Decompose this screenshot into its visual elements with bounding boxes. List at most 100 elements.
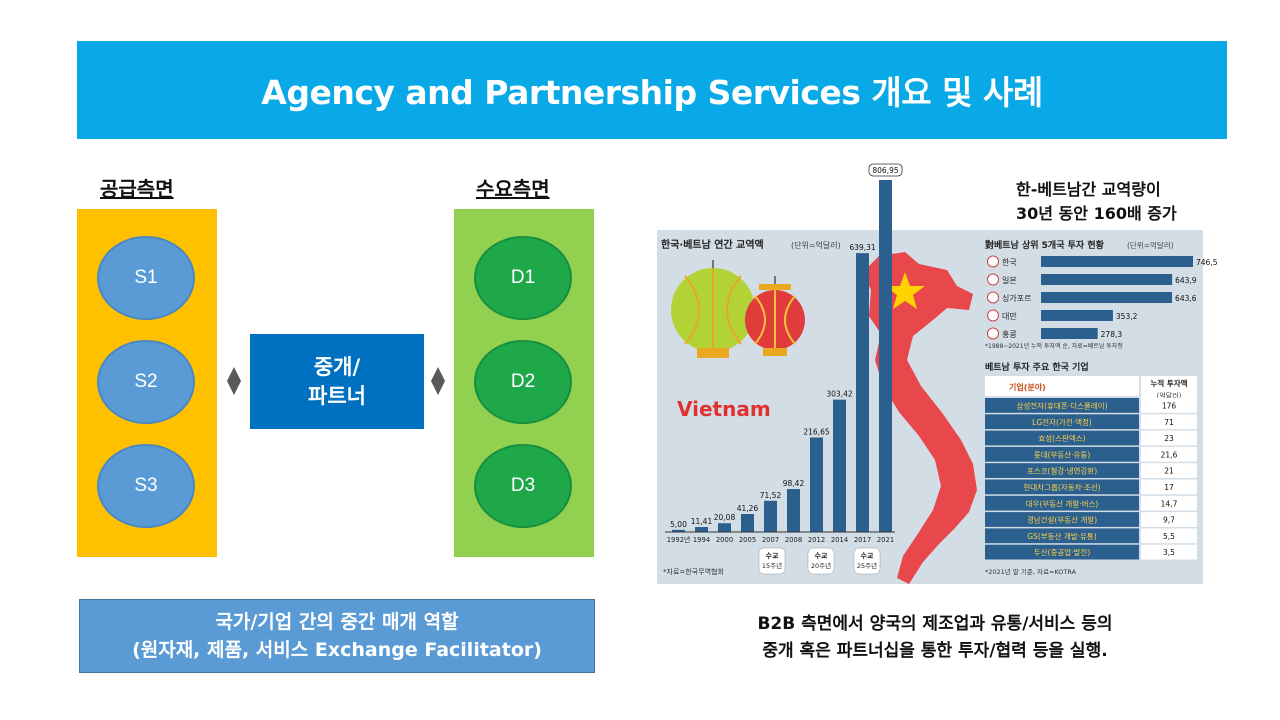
company-value-cell-5 bbox=[1141, 479, 1197, 495]
vietnam-trade-infographic: 한국·베트남 연간 교역액 (단위=억달러) Vietnam 5,001992년… bbox=[657, 163, 1218, 584]
companies-title: 베트남 투자 주요 한국 기업 bbox=[985, 361, 1089, 373]
company-name-0: 삼성전자(휴대폰·디스플레이) bbox=[1016, 401, 1107, 411]
milestone-1: 수교 15주년 bbox=[758, 547, 786, 575]
trade-bar-2 bbox=[718, 523, 731, 532]
trade-bar-chart: 5,001992년11,41199420,08200041,26200571,5… bbox=[667, 163, 903, 544]
trade-chart-unit: (단위=억달러) bbox=[791, 240, 841, 250]
milestone-3-line2: 25주년 bbox=[857, 561, 877, 570]
company-row-6 bbox=[985, 495, 1139, 511]
trade-category-label-1: 1994 bbox=[693, 536, 710, 544]
company-name-3: 롯데(부동산·유통) bbox=[1034, 449, 1091, 459]
companies-header-right-1: 누적 투자액 bbox=[1150, 378, 1187, 388]
company-row-0 bbox=[985, 398, 1139, 413]
vietnam-label: Vietnam bbox=[677, 397, 771, 421]
country-label-0: 한국 bbox=[1002, 258, 1017, 267]
trade-bar-4 bbox=[764, 500, 777, 532]
bottom-note-line-1: B2B 측면에서 양국의 제조업과 유통/서비스 등의 bbox=[757, 614, 1113, 634]
broker-line-1: 중개/ bbox=[313, 354, 361, 379]
company-row-8 bbox=[985, 528, 1139, 544]
country-label-4: 홍콩 bbox=[1002, 329, 1017, 339]
companies-header-right-2: (억달러) bbox=[1157, 391, 1182, 400]
country-flag-icon-1 bbox=[987, 273, 999, 286]
trade-category-label-5: 2008 bbox=[785, 536, 802, 544]
company-value-cell-1 bbox=[1141, 414, 1197, 430]
company-value-cell-7 bbox=[1141, 512, 1197, 527]
right-connector-diamond-icon bbox=[431, 367, 445, 395]
broker-line-2: 파트너 bbox=[308, 383, 366, 408]
invest-bar-2 bbox=[1041, 292, 1173, 303]
trade-value-label-7: 303,42 bbox=[826, 390, 852, 399]
company-name-6: 대우(부동산 개발·버스) bbox=[1026, 498, 1099, 508]
company-name-2: 효성(스판덱스) bbox=[1038, 433, 1085, 443]
demand-panel: D1 D2 D3 bbox=[454, 209, 594, 557]
trade-value-label-4: 71,52 bbox=[760, 491, 782, 500]
invest-title: 對베트남 상위 5개국 투자 현황 bbox=[985, 239, 1105, 251]
bottom-note-line-2: 중개 혹은 파트너십을 통한 투자/협력 등을 실행. bbox=[762, 641, 1108, 661]
invest-value-label-0: 746,5 bbox=[1196, 258, 1218, 267]
trade-bar-6 bbox=[810, 437, 823, 532]
company-name-5: 현대차그룹(자동차·조선) bbox=[1023, 483, 1100, 492]
bottom-note: B2B 측면에서 양국의 제조업과 유통/서비스 등의 중개 혹은 파트너십을 … bbox=[675, 611, 1195, 665]
company-row-2 bbox=[985, 430, 1139, 446]
invest-bar-0 bbox=[1041, 256, 1193, 267]
left-connector-diamond-icon bbox=[227, 367, 241, 395]
milestone-3-line1: 수교 bbox=[861, 552, 874, 560]
trade-category-label-7: 2014 bbox=[831, 536, 848, 544]
role-line-1: 국가/기업 간의 중간 매개 역할 bbox=[215, 611, 459, 633]
company-value-cell-2 bbox=[1141, 430, 1197, 446]
companies-header-left-cell bbox=[985, 376, 1139, 396]
red-lantern-icon bbox=[745, 276, 805, 356]
companies-note: *2021년 말 기준, 자료=KOTRA bbox=[985, 567, 1077, 576]
company-name-1: LG전자(가전·액정) bbox=[1032, 417, 1092, 427]
supply-node-s3: S3 bbox=[97, 444, 195, 528]
demand-side-label: 수요측면 bbox=[476, 177, 550, 201]
trade-category-label-9: 2021 bbox=[877, 536, 894, 544]
trade-bar-7 bbox=[833, 399, 846, 532]
invest-value-label-4: 278,3 bbox=[1101, 330, 1123, 339]
demand-node-d2: D2 bbox=[474, 340, 572, 424]
trade-category-label-8: 2017 bbox=[854, 536, 871, 544]
invest-value-label-1: 643,9 bbox=[1175, 276, 1197, 285]
invest-bar-4 bbox=[1041, 328, 1098, 339]
trade-value-label-8: 639,31 bbox=[849, 243, 875, 252]
companies-table: 삼성전자(휴대폰·디스플레이)176LG전자(가전·액정)71효성(스판덱스)2… bbox=[985, 398, 1197, 560]
invest-unit: (단위=억달러) bbox=[1127, 240, 1174, 250]
trade-value-label-9: 806,95 bbox=[872, 166, 898, 175]
supply-node-s1: S1 bbox=[97, 236, 195, 320]
country-label-3: 대만 bbox=[1002, 312, 1017, 321]
trade-bar-0 bbox=[672, 529, 685, 532]
headline: 한-베트남간 교역량이 30년 동안 160배 증가 bbox=[1016, 178, 1177, 226]
company-value-3: 21,6 bbox=[1161, 450, 1178, 459]
company-value-cell-9 bbox=[1141, 544, 1197, 560]
demand-node-d3: D3 bbox=[474, 444, 572, 528]
trade-value-highlight-box bbox=[868, 163, 903, 177]
invest-note: *1988~2021년 누적 투자액 순, 자료=베트남 투자청 bbox=[985, 342, 1123, 350]
milestone-2-line2: 20주년 bbox=[811, 561, 831, 570]
company-row-5 bbox=[985, 479, 1139, 495]
trade-bar-1 bbox=[695, 527, 708, 532]
company-value-8: 5,5 bbox=[1163, 532, 1175, 541]
vietnam-flag-star-icon bbox=[885, 272, 925, 309]
trade-category-label-3: 2005 bbox=[739, 536, 756, 544]
country-flag-icon-3 bbox=[987, 309, 999, 322]
invest-value-label-3: 353,2 bbox=[1116, 312, 1138, 321]
slide-title: Agency and Partnership Services 개요 및 사례 bbox=[261, 73, 1043, 112]
country-flag-icon-0 bbox=[987, 255, 999, 268]
headline-line-2: 30년 동안 160배 증가 bbox=[1016, 204, 1177, 223]
trade-value-label-3: 41,26 bbox=[737, 504, 759, 513]
trade-value-label-6: 216,65 bbox=[803, 427, 829, 436]
company-value-4: 21 bbox=[1164, 467, 1174, 476]
trade-bar-5 bbox=[787, 489, 800, 532]
trade-bar-3 bbox=[741, 514, 754, 532]
invest-bar-1 bbox=[1041, 274, 1173, 285]
company-value-5: 17 bbox=[1164, 483, 1174, 492]
company-name-4: 포스코(철강·냉연강판) bbox=[1027, 466, 1097, 476]
milestone-1-line2: 15주년 bbox=[762, 561, 782, 570]
demand-node-d1: D1 bbox=[474, 236, 572, 320]
company-row-4 bbox=[985, 463, 1139, 478]
milestone-1-line1: 수교 bbox=[766, 552, 779, 560]
company-name-8: GS(부동산 개발·유통) bbox=[1027, 531, 1097, 541]
milestone-3: 수교 25주년 bbox=[853, 547, 881, 575]
role-line-2: (원자재, 제품, 서비스 Exchange Facilitator) bbox=[132, 639, 542, 661]
invest-bar-3 bbox=[1041, 310, 1113, 321]
